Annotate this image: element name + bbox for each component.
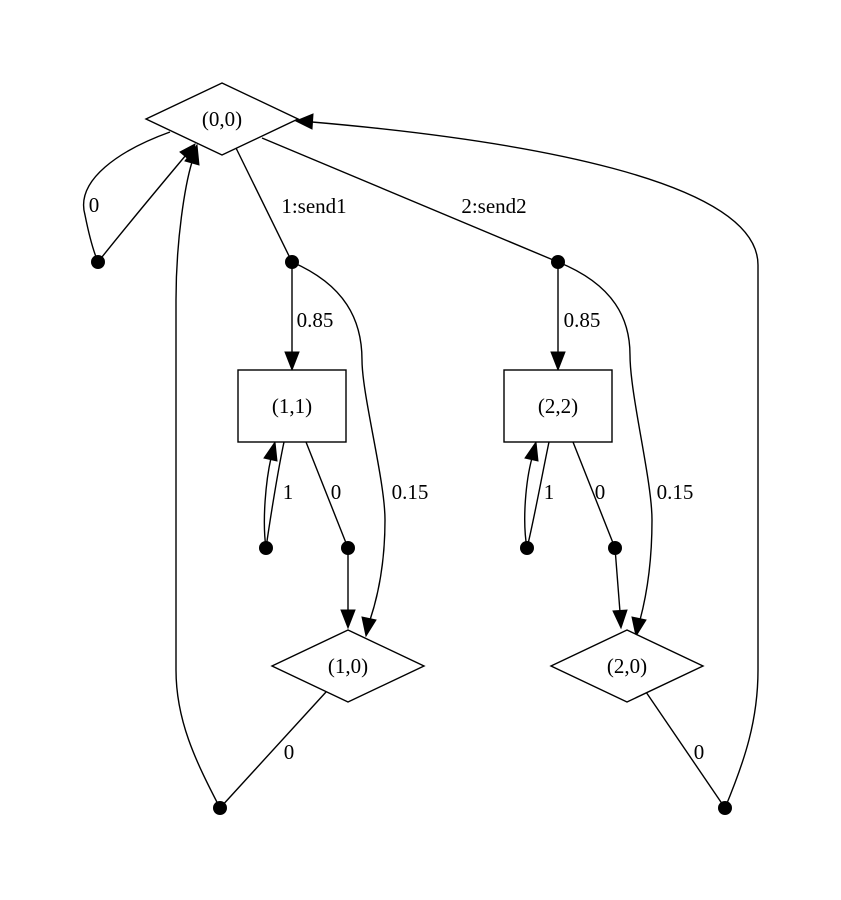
edge-selfdot-to-22 [524, 457, 533, 549]
edge-selfdot-to-00 [97, 154, 187, 263]
edge-dot1-to-10 [291, 261, 386, 621]
edge-22-to-selfdot [526, 441, 550, 549]
arrowhead-selfdot-11 [263, 440, 278, 462]
node-22-label: (2,2) [538, 394, 578, 418]
dot-20-back [718, 801, 732, 815]
label-back20: 0 [694, 740, 705, 764]
node-00: (0,0) [144, 82, 300, 156]
node-00-label: (0,0) [202, 107, 242, 131]
edge-dot-to-00-right [311, 121, 759, 809]
node-10-label: (1,0) [328, 654, 368, 678]
node-22: (2,2) [503, 369, 613, 443]
arrowhead-right-00 [294, 113, 314, 130]
node-10-diamond [270, 629, 426, 703]
edge-00-to-dot1 [235, 147, 293, 263]
dot-self11 [259, 541, 273, 555]
arrowhead-dot1-10 [361, 616, 377, 638]
dot-10-back [213, 801, 227, 815]
dot-22-to-20 [608, 541, 622, 555]
arrowhead-dot2-22 [550, 351, 566, 372]
arrowhead-dot-20 [612, 609, 628, 630]
label-self00: 0 [89, 193, 100, 217]
label-send2: 2:send2 [461, 194, 526, 218]
label-self11: 1 [283, 480, 294, 504]
node-11-label: (1,1) [272, 394, 312, 418]
node-22-box [503, 369, 613, 443]
node-20-label: (2,0) [607, 654, 647, 678]
edge-00-to-dot2 [261, 137, 559, 263]
edge-dot2-to-20 [557, 261, 653, 621]
arrowhead-dot1-11 [284, 351, 300, 372]
dot-send1 [285, 255, 299, 269]
label-p015-a: 0.15 [392, 480, 429, 504]
edge-00-to-selfdot [82, 131, 171, 263]
label-send1: 1:send1 [281, 194, 346, 218]
edge-10-to-dot [219, 691, 327, 809]
label-to20: 0 [595, 480, 606, 504]
node-20-diamond [549, 629, 705, 703]
node-11-box [237, 369, 347, 443]
node-11: (1,1) [237, 369, 347, 443]
node-20: (2,0) [549, 629, 705, 703]
label-p015-b: 0.15 [657, 480, 694, 504]
dot-11-to-10 [341, 541, 355, 555]
arrowhead-dot-10 [340, 609, 356, 630]
dot-send2 [551, 255, 565, 269]
edge-selfdot-to-11 [263, 457, 272, 549]
node-00-diamond [144, 82, 300, 156]
node-10: (1,0) [270, 629, 426, 703]
arrowhead-left-00 [184, 143, 200, 166]
edge-dot-to-00-left [175, 161, 221, 809]
arrowhead-dot2-20 [631, 616, 647, 638]
edge-11-to-dot [305, 441, 349, 549]
label-p085-a: 0.85 [297, 308, 334, 332]
edge-11-to-selfdot [265, 441, 285, 549]
label-self22: 1 [544, 480, 555, 504]
dot-self22 [520, 541, 534, 555]
edge-dot-to-20 [614, 547, 621, 613]
dot-self00 [91, 255, 105, 269]
label-p085-b: 0.85 [564, 308, 601, 332]
label-back10: 0 [284, 740, 295, 764]
arrowhead-selfdot-22 [524, 440, 539, 462]
label-to10: 0 [331, 480, 342, 504]
edge-20-to-dot [645, 691, 726, 809]
edge-22-to-dot [572, 441, 616, 549]
